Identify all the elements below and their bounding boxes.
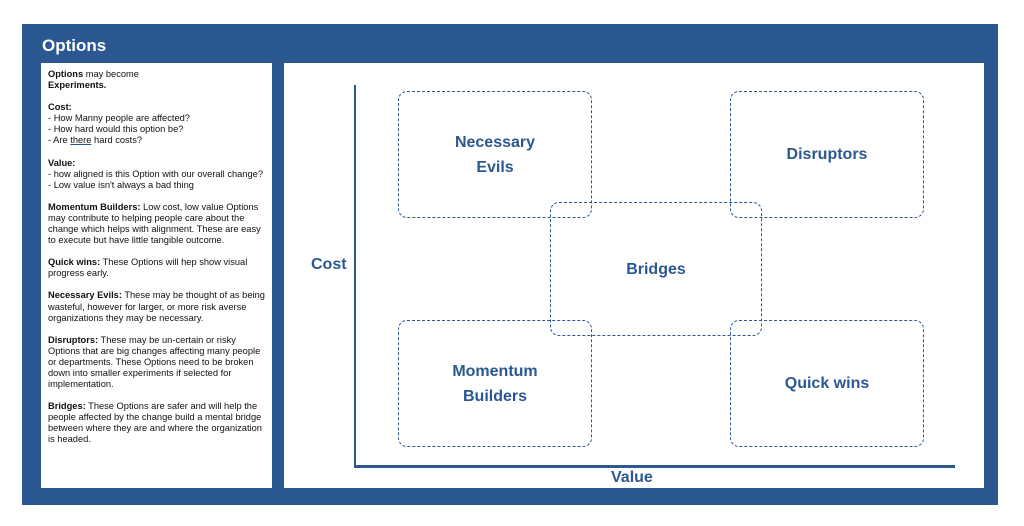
- momentum-text: Low cost, low value Options may contribu…: [48, 201, 261, 246]
- quadrant-bridges: Bridges: [550, 202, 762, 336]
- cost-item: How hard would this option be?: [48, 124, 266, 135]
- disruptors-term: Disruptors:: [48, 334, 99, 345]
- quadrant-label: Quick wins: [784, 375, 870, 392]
- notes-quickwins: Quick wins: These Options will hep show …: [48, 257, 266, 279]
- quadrant-label-line2: Builders: [462, 387, 527, 405]
- quickwins-text: These Options will hep show visual progr…: [48, 257, 248, 279]
- quadrant-label: Disruptors: [786, 146, 868, 163]
- quickwins-term: Quick wins:: [48, 257, 101, 268]
- quadrant-label: Bridges: [626, 260, 686, 278]
- matrix-canvas: Cost Value Necessary Evils Disruptors Mo…: [284, 63, 984, 488]
- options-board: Options Options may become Experiments. …: [22, 24, 998, 505]
- value-item: how aligned is this Option with our over…: [48, 169, 266, 180]
- notes-intro: Options may become Experiments.: [48, 69, 266, 91]
- quadrant-label: Necessary Evils: [455, 130, 535, 180]
- quadrant-quick-wins: Quick wins: [730, 320, 924, 447]
- value-list: how aligned is this Option with our over…: [48, 169, 266, 191]
- momentum-term: Momentum Builders:: [48, 201, 141, 212]
- x-axis-line: [354, 465, 955, 468]
- intro-text: may become: [83, 69, 139, 79]
- notes-disruptors: Disruptors: These may be un-certain or r…: [48, 335, 266, 390]
- notes-momentum: Momentum Builders: Low cost, low value O…: [48, 202, 266, 246]
- notes-bridges: Bridges: These Options are safer and wil…: [48, 401, 266, 445]
- board-title: Options: [42, 36, 107, 55]
- value-heading: Value:: [48, 157, 76, 168]
- cost-item: How Manny people are affected?: [48, 113, 266, 124]
- quadrant-label: Momentum Builders: [452, 359, 537, 409]
- evils-term: Necessary Evils:: [48, 290, 122, 301]
- notes-value: Value:: [48, 158, 266, 169]
- bridges-term: Bridges:: [48, 401, 86, 412]
- disruptors-text: These may be un-certain or risky Options…: [48, 334, 261, 390]
- cost-item-post: hard costs?: [91, 135, 143, 146]
- quadrant-disruptors: Disruptors: [730, 91, 924, 218]
- bridges-text: These Options are safer and will help th…: [48, 401, 262, 445]
- intro-term: Options: [48, 69, 84, 79]
- quadrant-label-line1: Necessary: [454, 133, 536, 151]
- cost-item-underlined: there: [70, 135, 92, 146]
- notes-panel: Options may become Experiments. Cost: Ho…: [41, 63, 272, 488]
- quadrant-label-line1: Momentum: [452, 362, 538, 380]
- quadrant-necessary-evils: Necessary Evils: [398, 91, 592, 218]
- evils-text: These may be thought of as being wastefu…: [48, 290, 265, 323]
- quadrant-label-line2: Evils: [476, 158, 514, 176]
- quadrant-momentum-builders: Momentum Builders: [398, 320, 592, 447]
- cost-heading: Cost:: [48, 102, 72, 113]
- notes-evils: Necessary Evils: These may be thought of…: [48, 290, 266, 323]
- intro-experiments: Experiments.: [48, 80, 107, 91]
- x-axis-label: Value: [611, 469, 653, 486]
- cost-item: Are there hard costs?: [48, 135, 266, 146]
- y-axis-label: Cost: [311, 256, 347, 273]
- cost-list: How Manny people are affected? How hard …: [48, 113, 266, 146]
- cost-item-pre: Are: [53, 135, 71, 146]
- notes-cost: Cost:: [48, 102, 266, 113]
- value-item: Low value isn't always a bad thing: [48, 180, 266, 191]
- y-axis-line: [354, 85, 356, 467]
